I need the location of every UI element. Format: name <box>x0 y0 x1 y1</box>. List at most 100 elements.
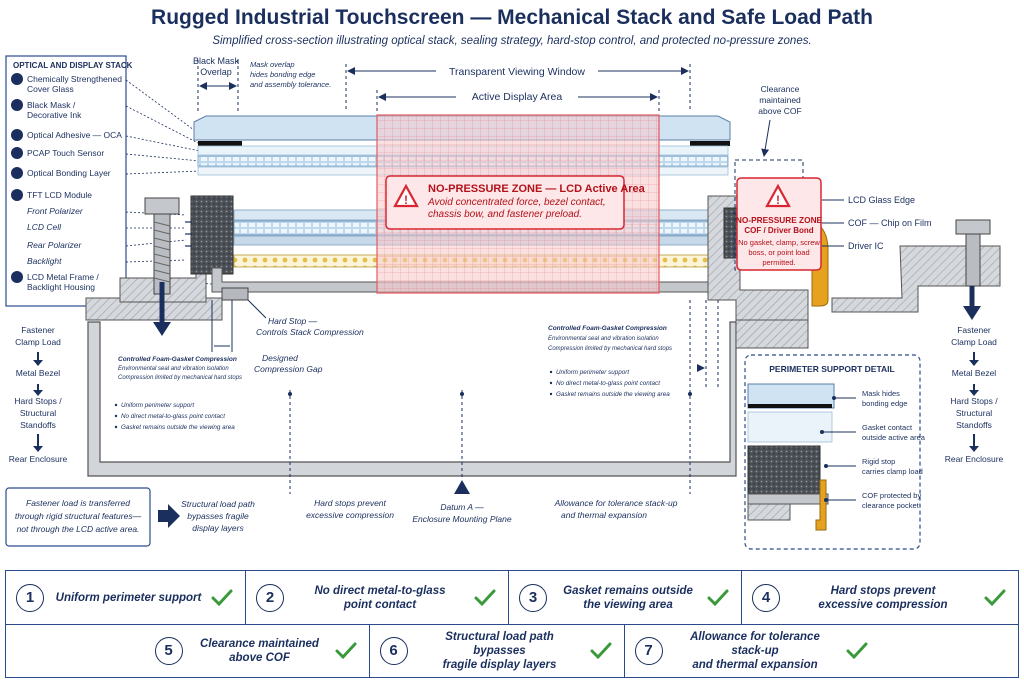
right-far-bezel <box>831 245 1001 313</box>
leader-line <box>125 153 201 162</box>
item-number: 2 <box>256 583 284 612</box>
stack-item-label: Backlight Housing <box>27 282 95 292</box>
stack-item-label: Black Mask / <box>27 100 76 110</box>
bullet-dot <box>549 381 553 385</box>
page-subtitle: Simplified cross-section illustrating op… <box>212 35 811 47</box>
load-path-label: Rear Enclosure <box>945 454 1004 464</box>
fastener-note-line-2: through rigid structural features— <box>15 511 142 521</box>
mask-note-line-3: and assembly tolerance. <box>250 80 331 89</box>
check-icon <box>707 589 729 606</box>
fastener-note-box <box>5 487 151 547</box>
driver-ic-label: Driver IC <box>848 241 884 251</box>
stack-item-label: LCD Metal Frame / <box>27 272 99 282</box>
check-icon <box>474 589 496 606</box>
stack-item-label: Cover Glass <box>27 84 74 94</box>
datum-marker <box>454 480 470 494</box>
detail-title: PERIMETER SUPPORT DETAIL <box>769 364 894 374</box>
gasket-left-line-3: Compression limited by mechanical hard s… <box>118 375 242 381</box>
lcd-glass-edge-label: LCD Glass Edge <box>848 195 915 205</box>
tolerance-line-1: Allowance for tolerance stack-up <box>554 498 678 508</box>
detail-label: Rigid stop <box>862 457 895 466</box>
load-path-label: Fastener <box>957 325 991 335</box>
hard-stop-line-2: Controls Stack Compression <box>256 327 364 337</box>
stack-item-label: TFT LCD Module <box>27 190 92 200</box>
clearance-line-2: maintained <box>759 95 801 105</box>
cof-label: COF — Chip on Film <box>848 218 932 228</box>
structural-bypass-line-2: bypasses fragile <box>187 511 249 521</box>
load-arrow-head <box>969 446 979 452</box>
checklist-row-1: 1 Uniform perimeter support 2 No direct … <box>6 571 1018 625</box>
stack-number-badge <box>11 271 23 283</box>
hard-stops-prevent-line-2: excessive compression <box>306 510 394 520</box>
page-title: Rugged Industrial Touchscreen — Mechanic… <box>151 6 873 29</box>
stack-number: 2 <box>15 101 20 110</box>
black-mask-overlap-line-2: Overlap <box>200 67 232 77</box>
load-path-label: Fastener <box>21 325 55 335</box>
gasket-left-line-2: Environmental seal and vibration isolati… <box>118 366 229 372</box>
stack-sub-item: Rear Polarizer <box>27 240 82 250</box>
datum-line-1: Datum A — <box>440 502 484 512</box>
load-path-label: Clamp Load <box>951 337 997 347</box>
load-path-label: Structural <box>956 408 992 418</box>
detail-label: COF protected by <box>862 491 921 500</box>
item-number: 4 <box>752 583 780 612</box>
stack-number: 1 <box>15 75 20 84</box>
compression-gap-line-2: Compression Gap <box>254 364 323 374</box>
detail-label: Mask hides <box>862 389 900 398</box>
load-path-label: Standoffs <box>20 420 56 430</box>
check-icon <box>335 642 356 659</box>
perimeter-detail: PERIMETER SUPPORT DETAIL Mask hidesbondi… <box>744 354 926 550</box>
stack-item-label: PCAP Touch Sensor <box>27 148 104 158</box>
structural-bypass-line-1: Structural load path <box>181 499 255 509</box>
leader-line <box>125 105 201 145</box>
arrow-right-icon <box>158 504 180 528</box>
bullet-text: Uniform perimeter support <box>121 402 194 409</box>
detail-label: carries clamp load <box>862 467 923 476</box>
no-pressure-main-title: NO-PRESSURE ZONE — LCD Active Area <box>428 183 646 195</box>
load-path-label: Structural <box>20 408 56 418</box>
check-icon <box>984 589 1006 606</box>
load-arrow-head <box>969 360 979 366</box>
no-pressure-cof-callout <box>736 177 822 271</box>
active-area-label: Active Display Area <box>472 91 563 103</box>
detail-label: Gasket contact <box>862 423 913 432</box>
right-enclosure-flange <box>735 319 809 349</box>
detail-label: clearance pocket <box>862 501 920 510</box>
fastener-note-line-1: Fastener load is transferred <box>26 498 130 508</box>
item-number: 5 <box>154 636 183 665</box>
gasket-right-line-1: Controlled Foam-Gasket Compression <box>548 325 667 332</box>
load-path-label: Metal Bezel <box>952 368 997 378</box>
mask-note-line-2: hides bonding edge <box>250 70 315 79</box>
bullet-dot <box>114 425 118 429</box>
item-number: 7 <box>634 636 663 665</box>
gasket-right-line-2: Environmental seal and vibration isolati… <box>548 336 659 342</box>
gasket-left-line-1: Controlled Foam-Gasket Compression <box>118 356 237 363</box>
tolerance-line-2: and thermal expansion <box>561 510 647 520</box>
stack-item-label: Chemically Strengthened <box>27 74 122 84</box>
stack-number-badge <box>11 129 23 141</box>
bullet-text: Uniform perimeter support <box>556 369 629 376</box>
item-number: 6 <box>379 636 408 665</box>
svg-text:!: ! <box>776 193 780 207</box>
load-arrow-head <box>969 390 979 396</box>
load-path-label: Standoffs <box>956 420 992 430</box>
checklist: 1 Uniform perimeter support 2 No direct … <box>5 570 1019 678</box>
stack-item-label: Decorative Ink <box>27 110 82 120</box>
structural-bypass-line-3: display layers <box>192 523 244 533</box>
bullet-text: No direct metal-to-glass point contact <box>556 380 660 387</box>
stack-number: 7 <box>15 273 20 282</box>
item-number: 3 <box>519 583 547 612</box>
warning-icon-cof <box>765 183 791 208</box>
rear-enclosure <box>87 321 737 477</box>
stack-item-label: Optical Adhesive — OCA <box>27 130 122 140</box>
bullet-text: No direct metal-to-glass point contact <box>121 413 225 420</box>
stack-sub-item: Backlight <box>27 256 62 266</box>
